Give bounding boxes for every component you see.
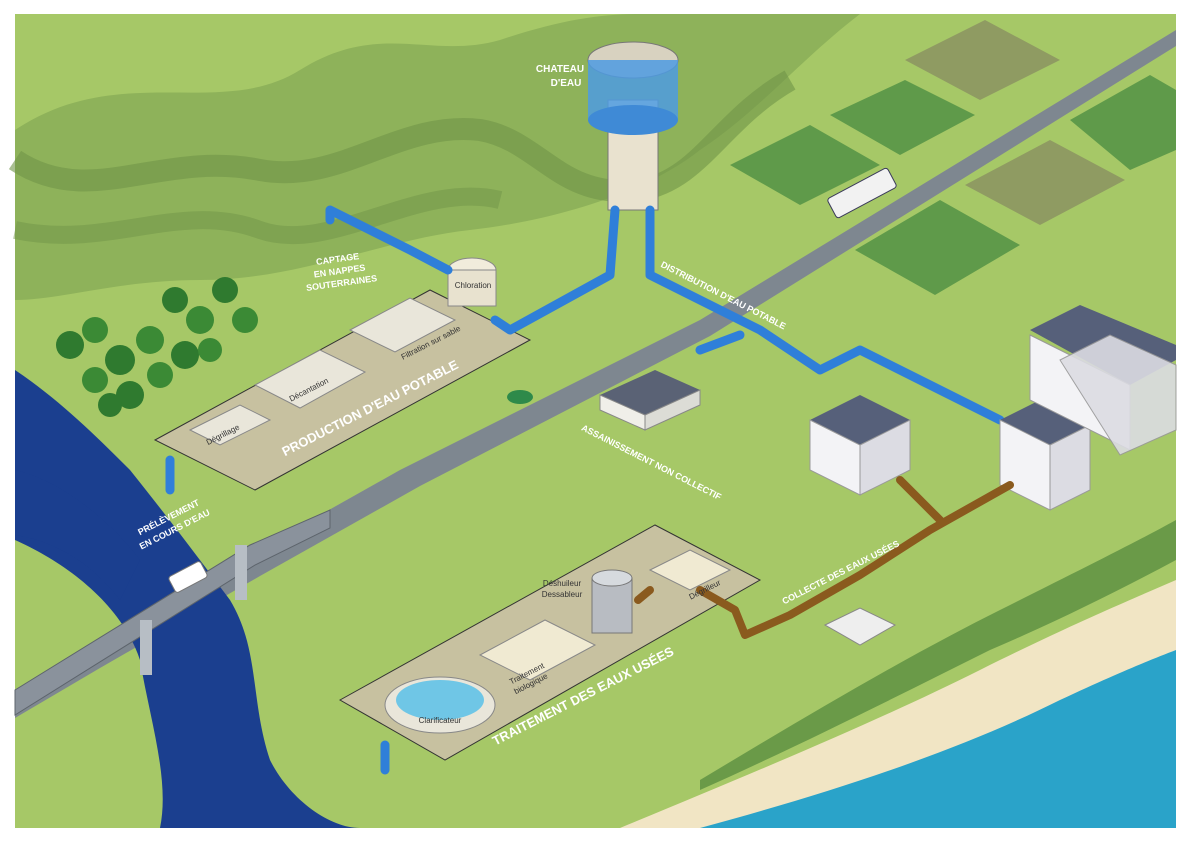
farm-fields bbox=[730, 20, 1176, 295]
bridge bbox=[14, 509, 331, 716]
forest bbox=[56, 277, 258, 417]
label-deshuileur: Dessableur bbox=[542, 590, 583, 599]
label-chateau: CHATEAU bbox=[536, 64, 584, 75]
clarificateur-water bbox=[396, 680, 484, 720]
label-chateau: D'EAU bbox=[551, 78, 582, 89]
production-facility bbox=[153, 257, 532, 491]
label-clarificateur: Clarificateur bbox=[419, 716, 462, 725]
label-deshuileur: Déshuileur bbox=[543, 579, 582, 588]
traitement-biologique-basin bbox=[478, 619, 597, 681]
car bbox=[507, 390, 533, 404]
coast-grass bbox=[700, 520, 1176, 790]
bridge-pillar bbox=[140, 620, 152, 675]
decantation-basin bbox=[253, 349, 367, 409]
van bbox=[168, 561, 208, 593]
sea bbox=[700, 650, 1176, 828]
deshuileur-top bbox=[591, 569, 633, 587]
filtration-basin bbox=[348, 297, 457, 353]
bus bbox=[827, 167, 897, 219]
label-chloration: Chloration bbox=[455, 281, 491, 290]
hill-ridge bbox=[13, 187, 503, 244]
chloration-tank-body bbox=[447, 269, 497, 307]
water-tower bbox=[587, 41, 679, 211]
waste-pipes bbox=[634, 476, 1014, 639]
house bbox=[599, 370, 701, 431]
bridge-pillar bbox=[235, 545, 247, 600]
road bbox=[15, 30, 1176, 718]
wastewater-facility bbox=[338, 524, 762, 761]
clean-water-pipes bbox=[165, 205, 1005, 775]
hill-ridge bbox=[8, 70, 796, 203]
degrilleur-basin bbox=[648, 549, 732, 591]
pumping-station bbox=[823, 607, 897, 646]
river-branch bbox=[15, 470, 140, 600]
degrillage-basin bbox=[188, 404, 272, 446]
